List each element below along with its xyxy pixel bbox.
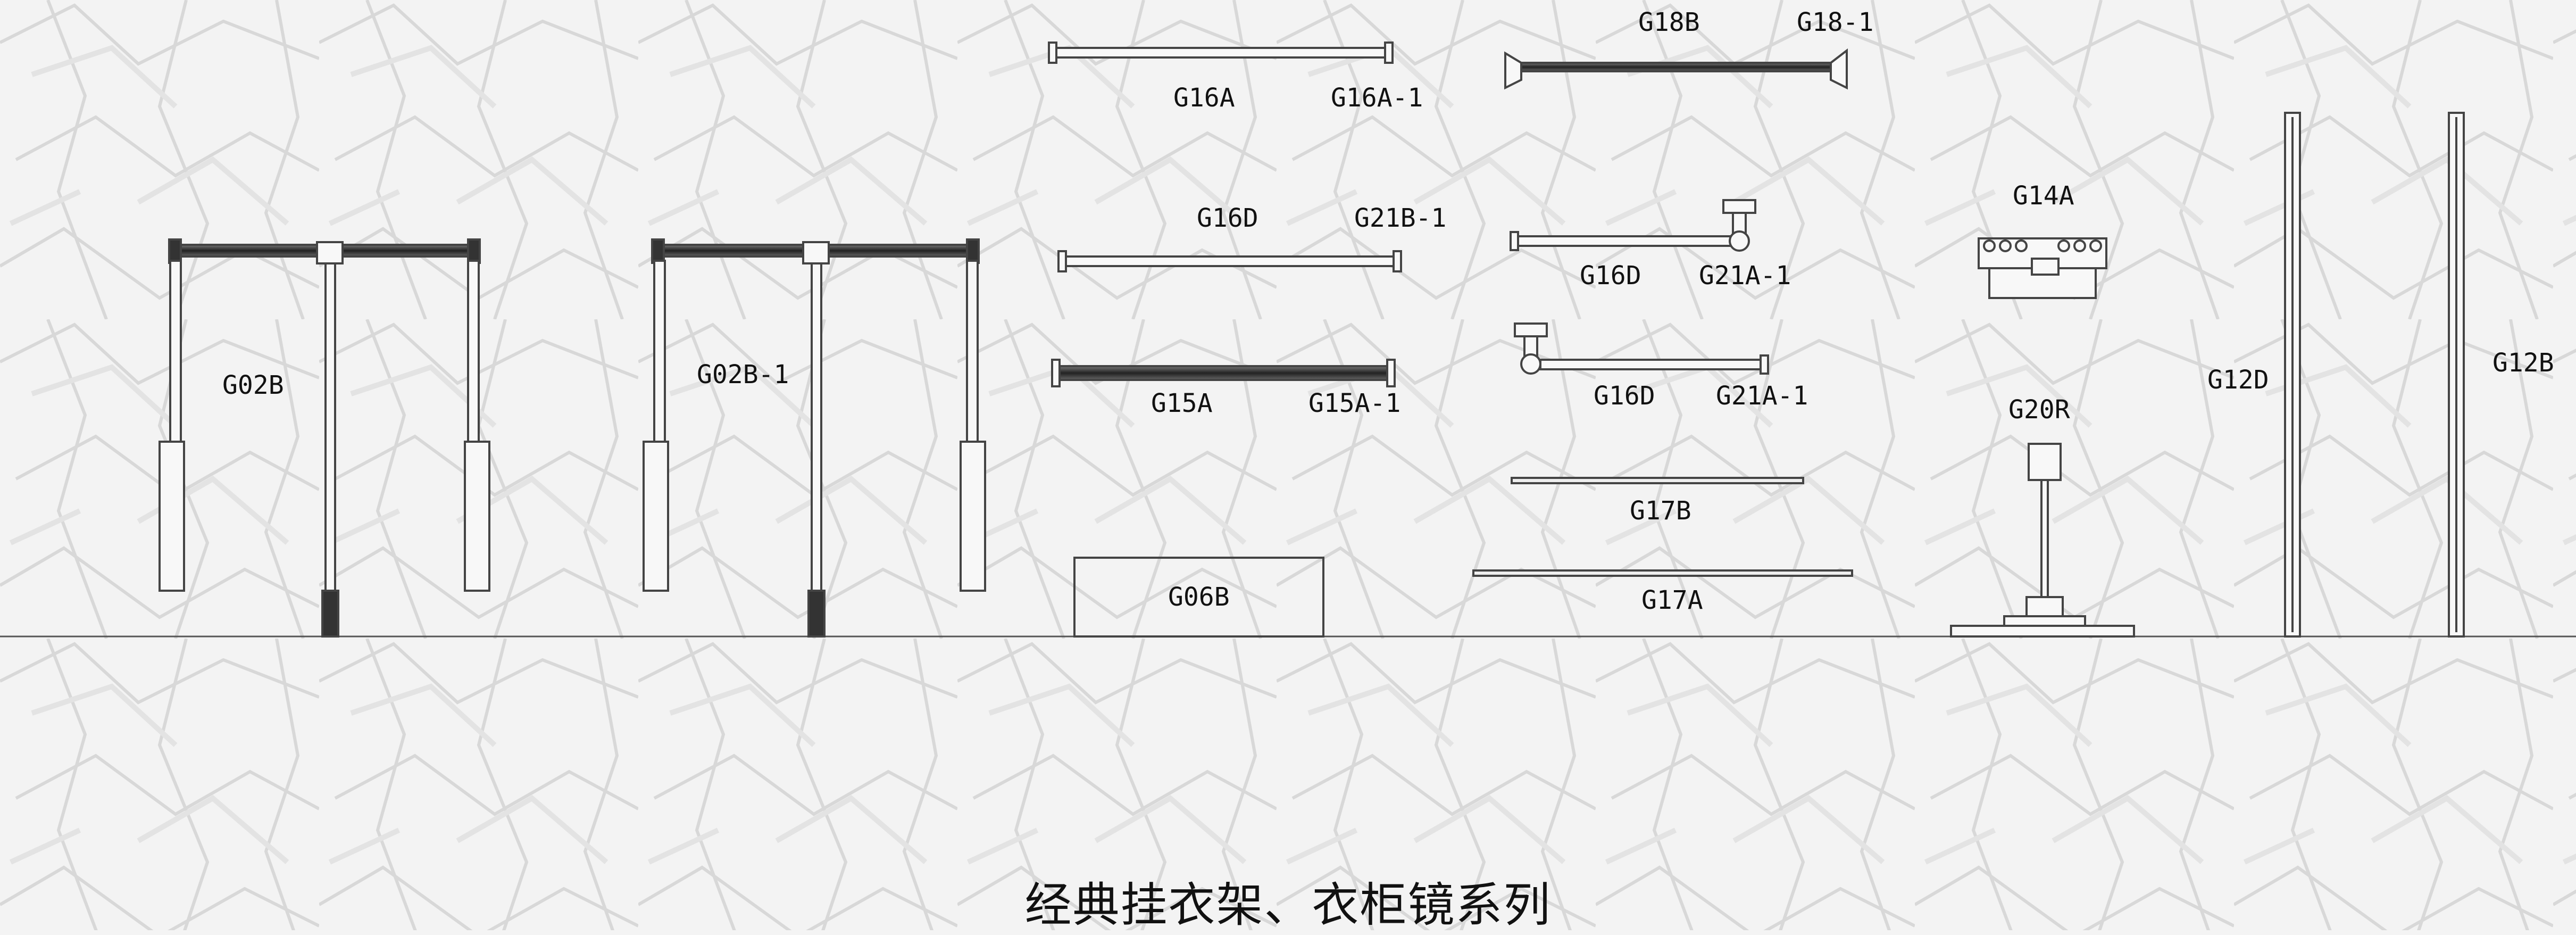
label-g16a: G16A	[1173, 83, 1235, 113]
label-g12b: G12B	[2492, 348, 2554, 378]
label-g21a-1-low: G21A-1	[1716, 381, 1808, 411]
g18b-rod	[1504, 48, 1848, 90]
g16a-rod	[1048, 42, 1394, 64]
label-g02b-1: G02B-1	[697, 360, 789, 390]
label-g18-1: G18-1	[1797, 7, 1874, 37]
g16d-rod-top	[1057, 250, 1402, 272]
g16d-rod-mid	[1510, 199, 1756, 252]
g02b-rack	[159, 238, 490, 638]
label-g06b: G06B	[1168, 582, 1230, 612]
g06b-box	[1073, 557, 1324, 638]
label-g17a: G17A	[1641, 585, 1703, 615]
g15a-rod	[1051, 359, 1396, 387]
label-g12d: G12D	[2207, 365, 2269, 395]
label-g21a-1-mid: G21A-1	[1699, 261, 1791, 291]
label-g20r: G20R	[2008, 395, 2070, 425]
label-g15a-1: G15A-1	[1308, 388, 1401, 418]
g17a-bar	[1472, 569, 1853, 577]
g17b-bar	[1511, 477, 1804, 484]
g12b-mirror	[2448, 112, 2465, 638]
drawing-title: 经典挂衣架、衣柜镜系列	[1024, 878, 1552, 932]
g02b-1-rack	[643, 238, 986, 638]
label-g14a: G14A	[2013, 181, 2074, 211]
label-g16d-low: G16D	[1594, 381, 1655, 411]
label-g18b: G18B	[1638, 7, 1700, 37]
label-g16a-1: G16A-1	[1331, 83, 1423, 113]
g14a-tray	[1978, 237, 2107, 299]
label-g17b: G17B	[1630, 496, 1691, 526]
label-g16d-top: G16D	[1197, 203, 1258, 233]
label-g15a: G15A	[1151, 388, 1213, 418]
label-g02b: G02B	[222, 370, 284, 400]
g16d-rod-low	[1514, 322, 1769, 375]
g20r-stand	[1950, 443, 2135, 638]
label-g21b-1: G21B-1	[1354, 203, 1447, 233]
g12d-mirror	[2284, 112, 2301, 638]
label-g16d-mid: G16D	[1580, 261, 1641, 291]
